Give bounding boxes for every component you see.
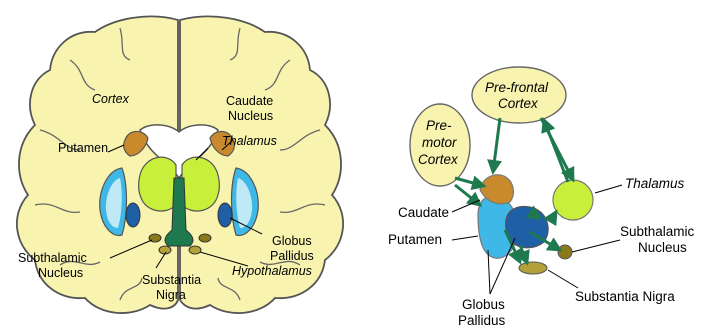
label-prefrontal-1: Pre-frontal [485,80,549,95]
label-putamen-r: Putamen [388,232,442,247]
label-prefrontal-2: Cortex [498,96,539,111]
label-substantia-nigra-r: Substantia Nigra [575,289,675,304]
label-caudate-r: Caudate [398,205,449,220]
label-substantia-2: Nigra [156,288,186,302]
substantia-nigra-node [519,262,547,274]
label-globus-1: Globus [272,234,312,248]
label-subthalamic-1: Subthalamic [18,251,87,265]
subthalamic-right [199,234,211,242]
thalamus-left [139,157,176,211]
globus-pallidus-left [126,203,140,227]
label-globus-2: Pallidus [270,249,314,263]
substantia-right [189,246,201,254]
label-premotor-3: Cortex [418,152,459,167]
coronal-brain-section: Cortex Caudate Nucleus Thalamus Putamen … [17,16,343,313]
label-premotor-1: Pre- [426,118,452,133]
thalamus-right [182,157,219,211]
label-premotor-2: motor [422,135,457,150]
circuit-schematic: Pre-frontal Cortex Pre- motor Cortex Tha… [388,67,695,328]
prefrontal-cortex-node [472,67,566,123]
label-substantia-1: Substantia [142,273,201,287]
label-globus-r-2: Pallidus [458,313,506,328]
label-caudate-2: Nucleus [228,109,273,123]
label-subthalamic-r-2: Nucleus [638,240,687,255]
label-cortex: Cortex [92,92,130,106]
label-caudate-1: Caudate [226,94,273,108]
thalamus-node [553,180,593,220]
label-putamen: Putamen [58,141,108,155]
label-thalamus: Thalamus [222,134,277,148]
label-subthalamic-r-1: Subthalamic [620,224,695,239]
label-hypothalamus: Hypothalamus [232,264,312,278]
subthalamic-node [558,245,572,259]
label-globus-r-1: Globus [462,297,505,312]
label-thalamus-r: Thalamus [625,176,685,191]
globus-pallidus-right [218,203,232,227]
label-subthalamic-2: Nucleus [38,266,83,280]
